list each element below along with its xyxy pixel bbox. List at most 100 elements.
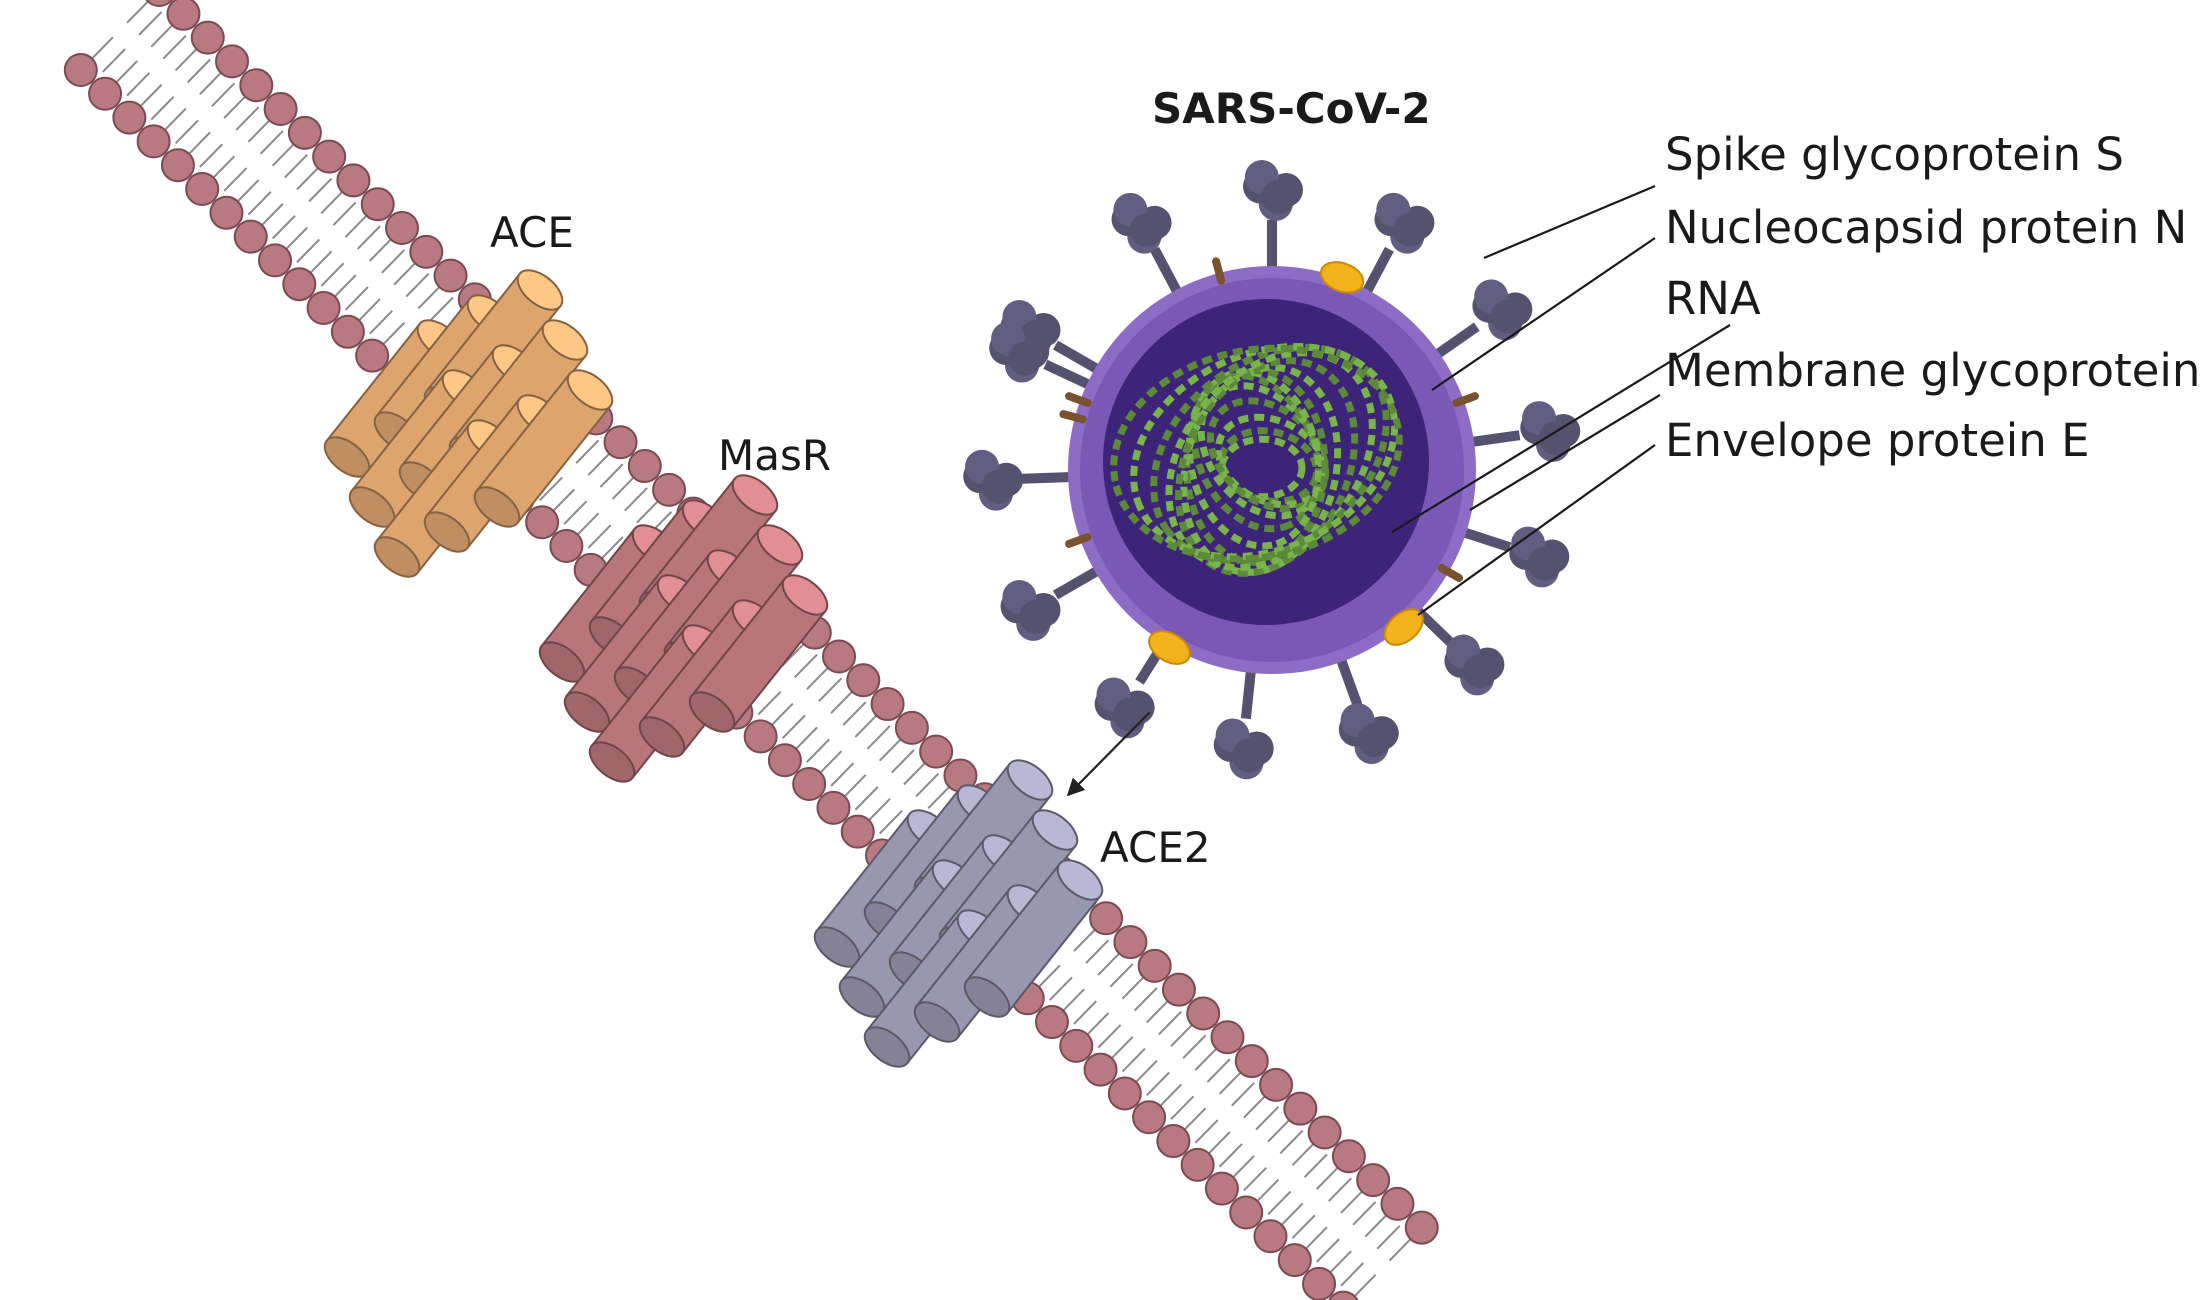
lipid-tail — [1194, 1046, 1219, 1071]
lipid-head — [1404, 1210, 1439, 1245]
ace-label: ACE — [490, 208, 574, 257]
lipid-tail — [1146, 1071, 1170, 1097]
lipid-tail — [1243, 1167, 1267, 1192]
lipid-head — [822, 639, 857, 674]
lipid-head — [239, 68, 274, 103]
lipid-tail — [381, 249, 406, 274]
lipid-tail — [174, 46, 199, 72]
lipid-tail — [830, 762, 855, 787]
lipid-head — [1331, 1139, 1366, 1174]
lipid-tail — [381, 322, 406, 347]
receptor-helix-top — [516, 269, 564, 311]
legend-leader-lines — [1391, 184, 1731, 616]
lipid-head — [233, 219, 268, 254]
envelope-protein-e — [1148, 630, 1191, 665]
lipid-tail — [1255, 1106, 1280, 1131]
leader-line-envelope — [1417, 444, 1656, 616]
lipid-head — [1356, 1163, 1391, 1198]
membrane-protein-m — [1212, 257, 1226, 285]
spike-head — [1357, 723, 1392, 758]
leader-line-spike — [1483, 184, 1656, 260]
legend-envelope: Envelope protein E — [1665, 414, 2090, 467]
lipid-head — [263, 92, 298, 127]
lipid-head — [1234, 1044, 1269, 1079]
lipid-head — [1161, 972, 1196, 1007]
membrane-protein-m — [1065, 533, 1092, 548]
lipid-tail — [1364, 1213, 1389, 1238]
lipid-tail — [1315, 1165, 1340, 1190]
ace2-receptor-bundle — [813, 759, 1104, 1068]
lipid-tail — [1061, 988, 1085, 1013]
lipid-tail — [259, 130, 284, 155]
ace2-label: ACE2 — [1100, 823, 1211, 872]
lipid-tail — [611, 475, 636, 500]
lipid-head — [549, 529, 584, 564]
spike-head — [1113, 697, 1148, 732]
lipid-head — [185, 171, 220, 206]
spike-head — [1393, 212, 1428, 247]
receptor-helix-base — [963, 976, 1011, 1018]
lipid-tail — [1097, 951, 1122, 976]
lipid-head — [1229, 1195, 1264, 1230]
spike-head — [1462, 654, 1497, 689]
lipid-tail — [1255, 1178, 1280, 1204]
lipid-head — [190, 20, 225, 55]
lipid-tail — [223, 94, 248, 119]
lipid-tail — [320, 262, 345, 287]
lipid-tail — [1291, 1141, 1316, 1167]
spike-head — [1527, 546, 1562, 581]
lipid-tail — [199, 143, 223, 168]
leader-line-nucleocapsid — [1431, 237, 1656, 391]
lipid-tail — [187, 131, 211, 156]
sars-cov-2-virion — [963, 160, 1581, 780]
lipid-tail — [1218, 1070, 1243, 1095]
lipid-tail — [369, 310, 393, 335]
lipid-tail — [1170, 1022, 1195, 1048]
lipid-tail — [369, 237, 393, 262]
lipid-tail — [1340, 1262, 1365, 1287]
lipid-tail — [806, 738, 830, 763]
leader-line-membrane — [1469, 394, 1661, 511]
lipid-tail — [1121, 975, 1146, 1000]
envelope-protein-e — [1319, 261, 1365, 294]
lipid-tail — [1048, 976, 1073, 1001]
lipid-tail — [1328, 1177, 1352, 1202]
lipid-head — [1089, 901, 1124, 936]
lipid-tail — [1121, 1048, 1146, 1073]
receptor-helix-top — [1006, 759, 1054, 801]
lipid-tail — [915, 772, 940, 798]
spike-head — [1490, 299, 1525, 334]
lipid-tail — [344, 213, 369, 238]
receptor-helix-top — [756, 524, 804, 566]
lipid-tail — [284, 226, 308, 252]
lipid-tail — [769, 702, 794, 728]
lipid-tail — [1146, 998, 1170, 1024]
lipid-tail — [866, 725, 891, 750]
lipid-head — [1328, 1290, 1359, 1300]
lipid-tail — [332, 201, 357, 226]
lipid-tail — [271, 214, 296, 240]
lipid-tail — [162, 107, 187, 133]
lipid-tail — [211, 155, 236, 180]
masr-receptor-bundle — [538, 474, 829, 783]
lipid-tail — [636, 499, 660, 524]
lipid-tail — [587, 451, 612, 476]
lipid-head — [1307, 1115, 1342, 1150]
lipid-head — [743, 719, 778, 754]
spike-stalk — [1021, 471, 1073, 484]
lipid-head — [846, 663, 881, 698]
lipid-tail — [114, 60, 138, 85]
spike-stalk — [1460, 527, 1512, 553]
lipid-tail — [429, 296, 454, 322]
receptor-helix-base — [588, 741, 636, 783]
lipid-tail — [1267, 1117, 1292, 1143]
lipid-tail — [1230, 1082, 1255, 1107]
lipid-tail — [271, 142, 296, 167]
lipid-tail — [1279, 1202, 1304, 1227]
lipid-tail — [1352, 1274, 1377, 1299]
receptor-helix-base — [688, 691, 736, 733]
lipid-tail — [223, 167, 248, 192]
lipid-tail — [320, 189, 345, 214]
lipid-head — [1107, 1076, 1142, 1111]
envelope-protein-e-markers — [1148, 261, 1424, 665]
